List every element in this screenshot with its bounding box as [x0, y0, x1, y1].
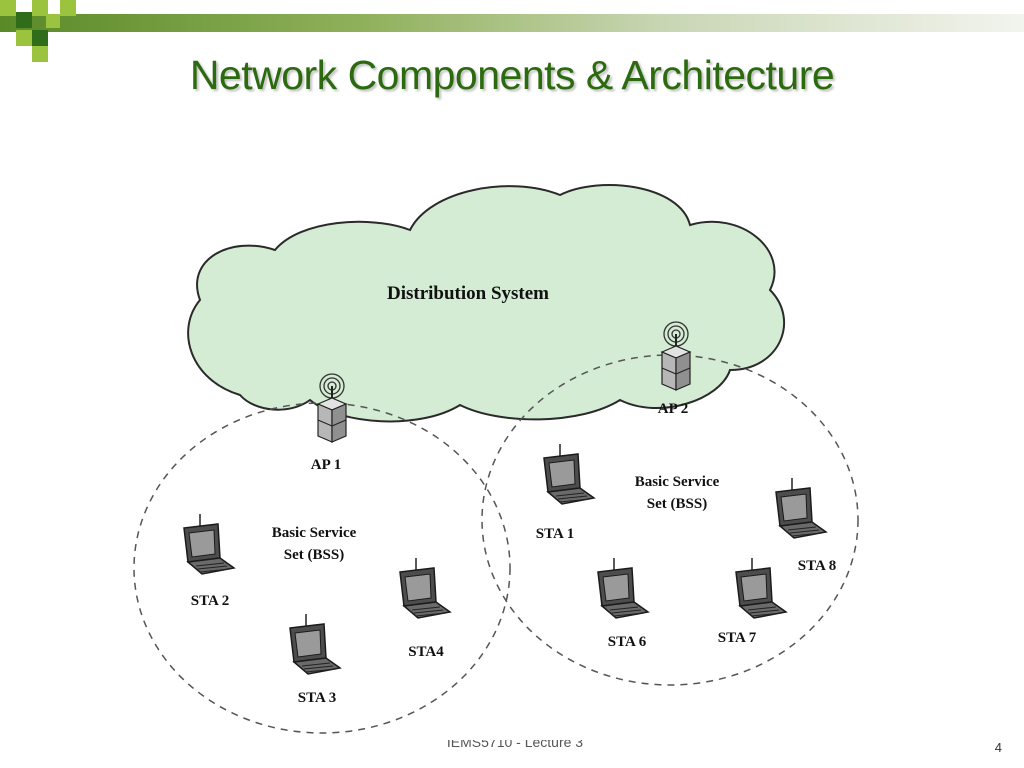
sta3-label: STA 3	[298, 690, 337, 706]
laptop-icon	[183, 513, 235, 575]
decor-square	[32, 0, 48, 16]
sta4-label: STA4	[408, 644, 444, 660]
bss-boundary-left	[133, 402, 511, 734]
decor-square	[32, 46, 48, 62]
ap2-label: AP 2	[658, 401, 688, 417]
ap1-label: AP 1	[311, 457, 341, 473]
laptop-icon	[399, 557, 451, 619]
laptop-icon	[543, 443, 595, 505]
laptop-icon	[735, 557, 787, 619]
bss-label-left-line2: Set (BSS)	[284, 547, 344, 563]
decor-square	[32, 30, 48, 46]
distribution-system-cloud	[187, 184, 786, 423]
sta2-label: STA 2	[191, 593, 230, 609]
laptop-icon	[775, 477, 827, 539]
bss-label-left-line1: Basic Service	[272, 525, 357, 541]
sta1-label: STA 1	[536, 526, 575, 542]
slide-title: Network Components & Architecture	[189, 52, 835, 98]
bss-label-right-line2: Set (BSS)	[647, 496, 707, 512]
decor-square	[46, 14, 60, 28]
page-number: 4	[994, 740, 1002, 755]
footer-label: IEMS5710 - Lecture 3	[446, 740, 584, 750]
laptop-icon	[597, 557, 649, 619]
decor-square	[60, 0, 76, 16]
header-gradient-bar	[0, 14, 1024, 32]
distribution-system-label: Distribution System	[387, 283, 549, 304]
decor-square	[0, 0, 16, 16]
laptop-icon	[289, 613, 341, 675]
sta8-label: STA 8	[798, 558, 837, 574]
decor-square	[16, 30, 32, 46]
sta6-label: STA 6	[608, 634, 647, 650]
bss-label-right-line1: Basic Service	[635, 474, 720, 490]
slide-footer: IEMS5710 - Lecture 3	[405, 740, 625, 754]
decor-square	[16, 12, 32, 28]
sta7-label: STA 7	[718, 630, 757, 646]
